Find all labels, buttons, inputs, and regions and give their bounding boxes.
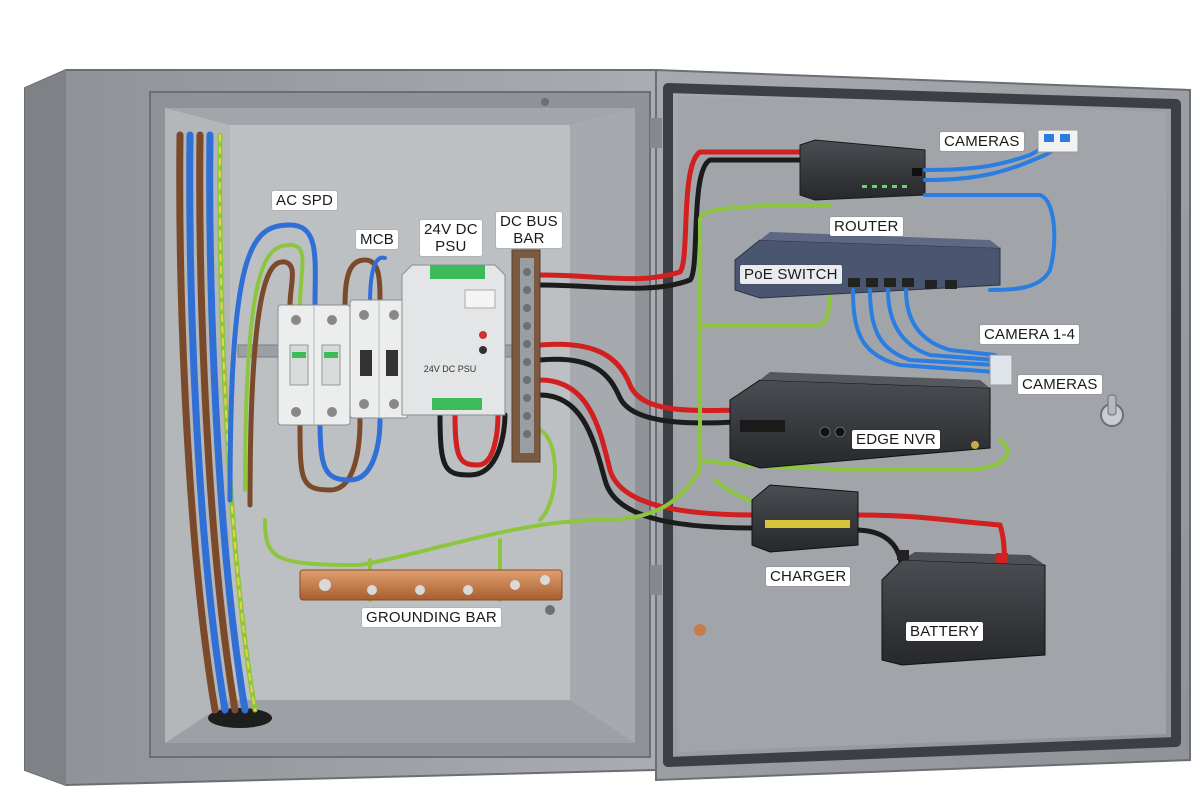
label-ac-spd: AC SPD [272,191,338,210]
label-dc-bus-bar: DC BUS BAR [496,212,562,248]
label-router: ROUTER [830,217,903,236]
label-psu: 24V DC PSU [420,220,482,256]
label-battery: BATTERY [906,622,984,641]
camera-connectors [989,129,1079,386]
label-grounding-bar: GROUNDING BAR [362,608,501,627]
label-poe-switch: PoE SWITCH [740,265,842,284]
dc-bus-bar-device [511,249,541,463]
router-device [799,139,926,201]
enclosure-body [24,69,657,787]
label-cameras-top: CAMERAS [940,132,1024,151]
label-cameras-mid: CAMERAS [1018,375,1102,394]
label-mcb: MCB [356,230,398,249]
psu-device: 24V DC PSU [401,264,506,416]
wiring [176,131,1010,714]
psu-face-text: 24V DC PSU [424,364,477,374]
battery-device [881,550,1046,666]
mcb-device [349,299,409,419]
grounding-bar-device [299,569,563,601]
charger-device [751,484,859,553]
label-edge-nvr: EDGE NVR [852,430,940,449]
ethernet-cables [851,138,1064,374]
label-camera-1-4: CAMERA 1-4 [980,325,1080,344]
label-charger: CHARGER [766,567,851,586]
ac-spd-device [277,304,351,426]
